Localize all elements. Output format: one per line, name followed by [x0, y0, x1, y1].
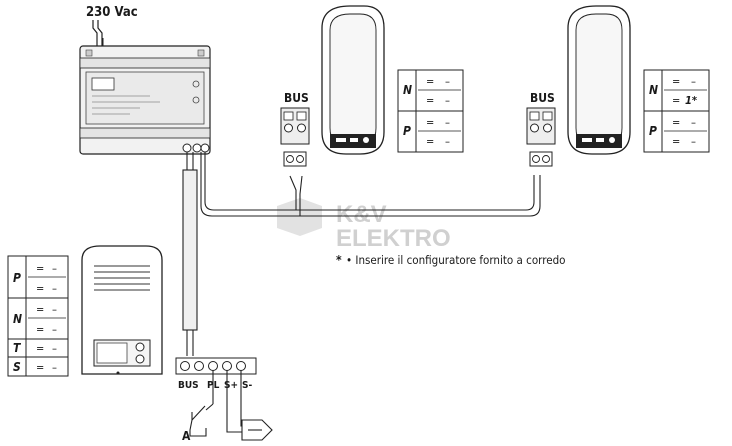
panel-p-val1: –: [52, 262, 57, 275]
lock-button-label: A: [182, 429, 191, 443]
card1-key-p: P: [403, 124, 411, 138]
entrance-panel: [81, 245, 163, 375]
config-card-handset-2: N = – = 1* P = – = –: [643, 69, 710, 153]
card2-p-val2: –: [691, 135, 696, 148]
card2-n-eq2: =: [672, 94, 680, 107]
power-label: 230 Vac: [86, 5, 138, 20]
card2-n-eq1: =: [672, 75, 680, 88]
panel-n-val2: –: [52, 323, 57, 336]
terminal-s-minus: S-: [242, 380, 252, 391]
card2-key-p: P: [649, 124, 657, 138]
panel-t-eq: =: [36, 342, 44, 355]
panel-p-val2: –: [52, 282, 57, 295]
panel-terminal-block: BUS PL S+ S-: [175, 357, 257, 391]
wiring-bus: [200, 152, 541, 217]
card1-p-eq1: =: [426, 116, 434, 129]
watermark-line2: ELEKTRO: [336, 225, 451, 252]
bus-label-2: BUS: [530, 91, 555, 105]
panel-t-val: –: [52, 342, 57, 355]
terminal-bus: BUS: [178, 380, 199, 391]
panel-n-eq2: =: [36, 323, 44, 336]
bus-terminal-1: BUS: [280, 91, 310, 167]
bus-label-1: BUS: [284, 91, 309, 105]
card1-n-eq1: =: [426, 75, 434, 88]
config-card-handset-1: N = – = – P = – = –: [397, 69, 464, 153]
lock-circuit: [189, 370, 273, 441]
card1-p-val1: –: [445, 116, 450, 129]
handset-1: [321, 5, 385, 155]
panel-key-s: S: [13, 360, 21, 374]
card1-p-eq2: =: [426, 135, 434, 148]
footnote-symbol: *: [336, 253, 342, 267]
wiring-riser: [182, 152, 198, 356]
panel-key-t: T: [13, 341, 22, 355]
card2-n-val2: 1*: [685, 94, 697, 107]
card2-p-eq2: =: [672, 135, 680, 148]
terminal-s-plus: S+: [224, 380, 238, 391]
config-card-panel: P = – = – N = – = – T = – S = –: [7, 255, 69, 377]
footnote-text: • Inserire il configuratore fornito a co…: [346, 253, 565, 267]
card1-key-n: N: [403, 83, 412, 97]
panel-s-eq: =: [36, 361, 44, 374]
handset-2: [567, 5, 631, 155]
watermark: K&V ELEKTRO: [277, 198, 451, 252]
panel-key-p: P: [13, 271, 21, 285]
card1-p-val2: –: [445, 135, 450, 148]
card1-n-val2: –: [445, 94, 450, 107]
footnote: * • Inserire il configuratore fornito a …: [336, 253, 565, 267]
card2-p-eq1: =: [672, 116, 680, 129]
panel-p-eq1: =: [36, 262, 44, 275]
panel-n-val1: –: [52, 303, 57, 316]
card1-n-val1: –: [445, 75, 450, 88]
card1-n-eq2: =: [426, 94, 434, 107]
card2-key-n: N: [649, 83, 658, 97]
power-supply-module: [79, 45, 211, 155]
bus-terminal-2: BUS: [526, 91, 556, 167]
card2-n-val1: –: [691, 75, 696, 88]
power-input: 230 Vac: [86, 5, 138, 52]
panel-p-eq2: =: [36, 282, 44, 295]
watermark-line1: K&V: [336, 201, 387, 228]
panel-s-val: –: [52, 361, 57, 374]
panel-key-n: N: [13, 312, 22, 326]
card2-p-val1: –: [691, 116, 696, 129]
watermark-logo: [277, 198, 322, 236]
panel-n-eq1: =: [36, 303, 44, 316]
